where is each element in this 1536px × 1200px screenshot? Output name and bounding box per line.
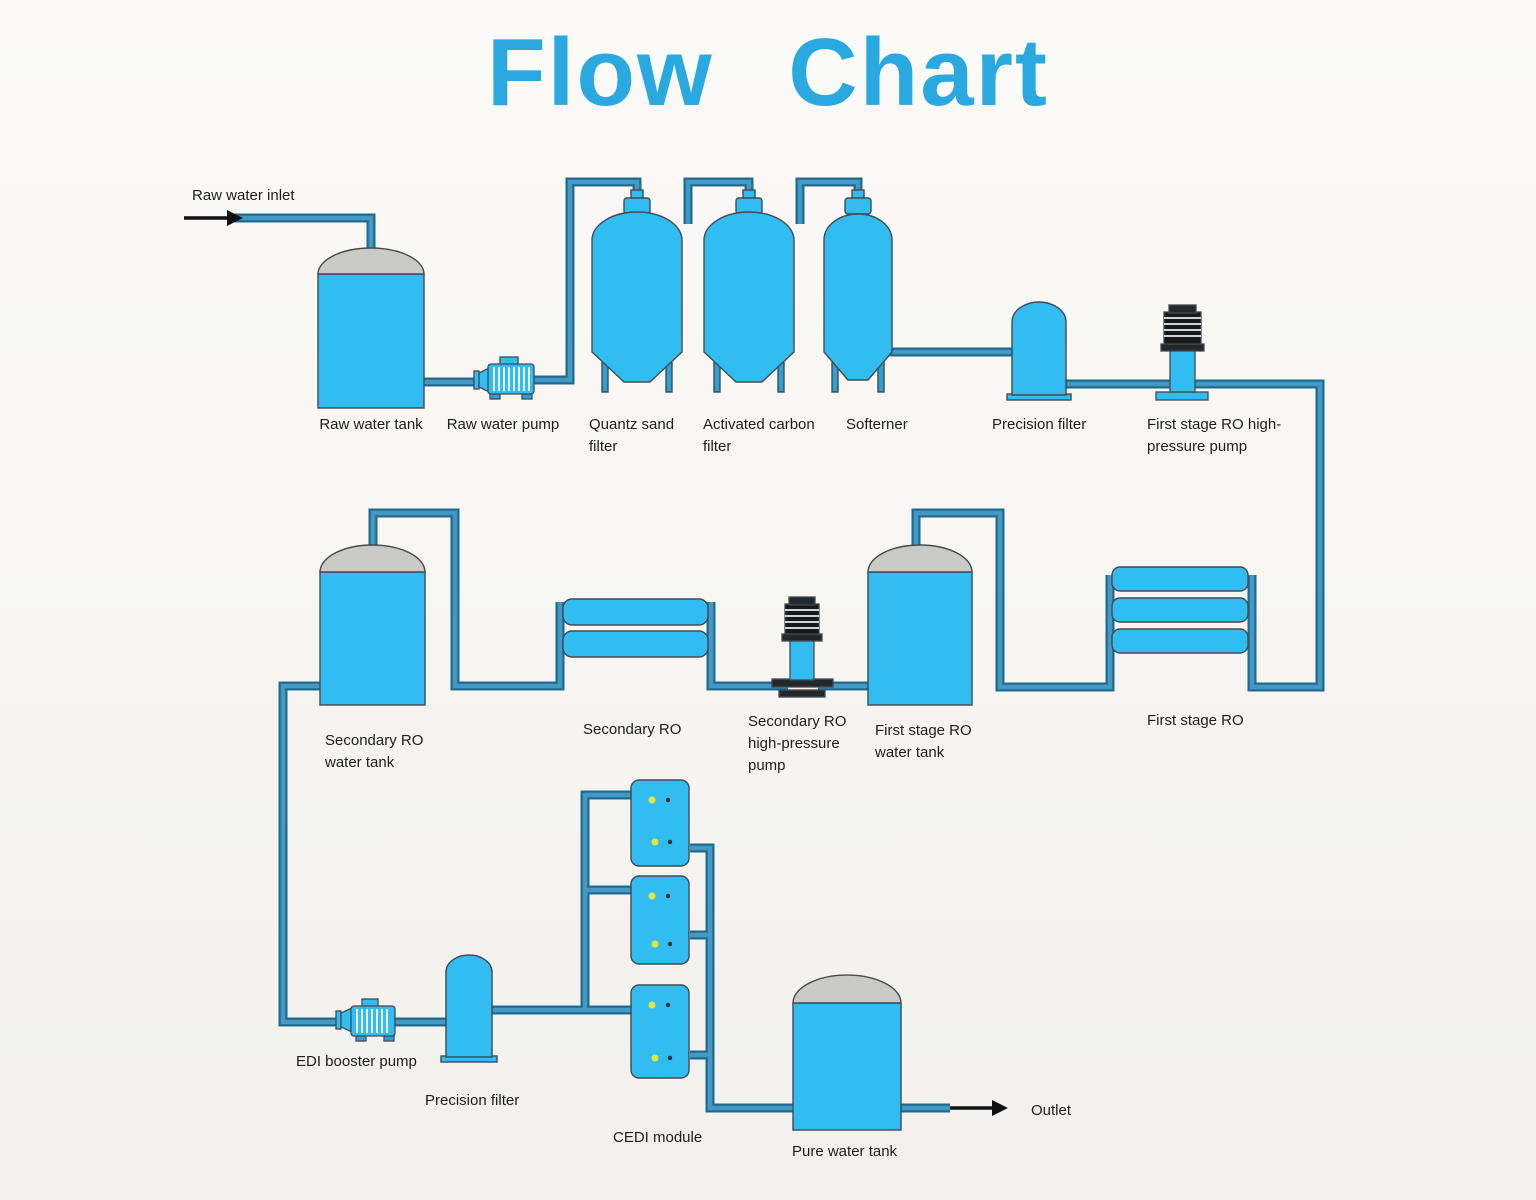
precision-filter-stage1-vessel [1006,301,1072,401]
activated-carbon-filter-vessel [703,189,795,393]
raw-water-pump [473,356,535,400]
raw-water-tank [317,247,425,409]
first-stage-ro-pump-label: First stage RO high-pressure pump [1147,416,1282,455]
first-stage-ro-water-tank [867,544,973,706]
first-stage-ro-label: First stage RO [1147,712,1244,729]
quartz-sand-filter-vessel [591,189,683,393]
raw-water-inlet-label: Raw water inlet [192,187,295,204]
raw-water-tank-label: Raw water tank [319,416,423,433]
precision-filter-stage2-label: Precision filter [425,1092,520,1109]
cedi-module-1 [630,779,690,867]
cedi-module-3 [630,984,690,1079]
first-stage-ro-pump-shape [1155,304,1209,401]
cedi-module-2 [630,875,690,965]
quartz-sand-filter-label: Quantz sand filter [589,416,675,455]
first-stage-ro-water-tank-label: First stage RO water tank [875,722,972,761]
precision-filter-stage2-vessel [440,954,498,1063]
pure-water-tank [792,974,902,1131]
secondary-ro-membranes [562,598,709,658]
pure-water-tank-label: Pure water tank [792,1143,898,1160]
cedi-module-label: CEDI module [613,1129,703,1146]
precision-filter-stage1-label: Precision filter [992,416,1087,433]
secondary-ro-label: Secondary RO [583,721,682,738]
raw-water-pump-label: Raw water pump [446,416,560,433]
secondary-ro-water-tank [319,544,426,706]
softener-label: Softerner [846,416,908,433]
edi-booster-pump-shape [335,998,396,1042]
outlet-arrow-icon [950,1100,1008,1116]
secondary-ro-pump-label: Secondary RO high-pressure pump [748,713,847,774]
cedi-modules [630,779,690,1079]
outlet-label: Outlet [1031,1102,1072,1119]
inlet-arrow-icon [184,210,243,226]
activated-carbon-filter-label: Activated carbon filter [703,416,815,455]
softener-vessel [823,189,893,393]
secondary-ro-pump-shape [771,596,834,698]
page-title: Flow Chart [487,19,1049,126]
secondary-ro-water-tank-label: Secondary RO water tank [325,732,424,771]
edi-booster-pump-label: EDI booster pump [296,1053,417,1070]
first-stage-ro-membranes [1111,566,1249,654]
